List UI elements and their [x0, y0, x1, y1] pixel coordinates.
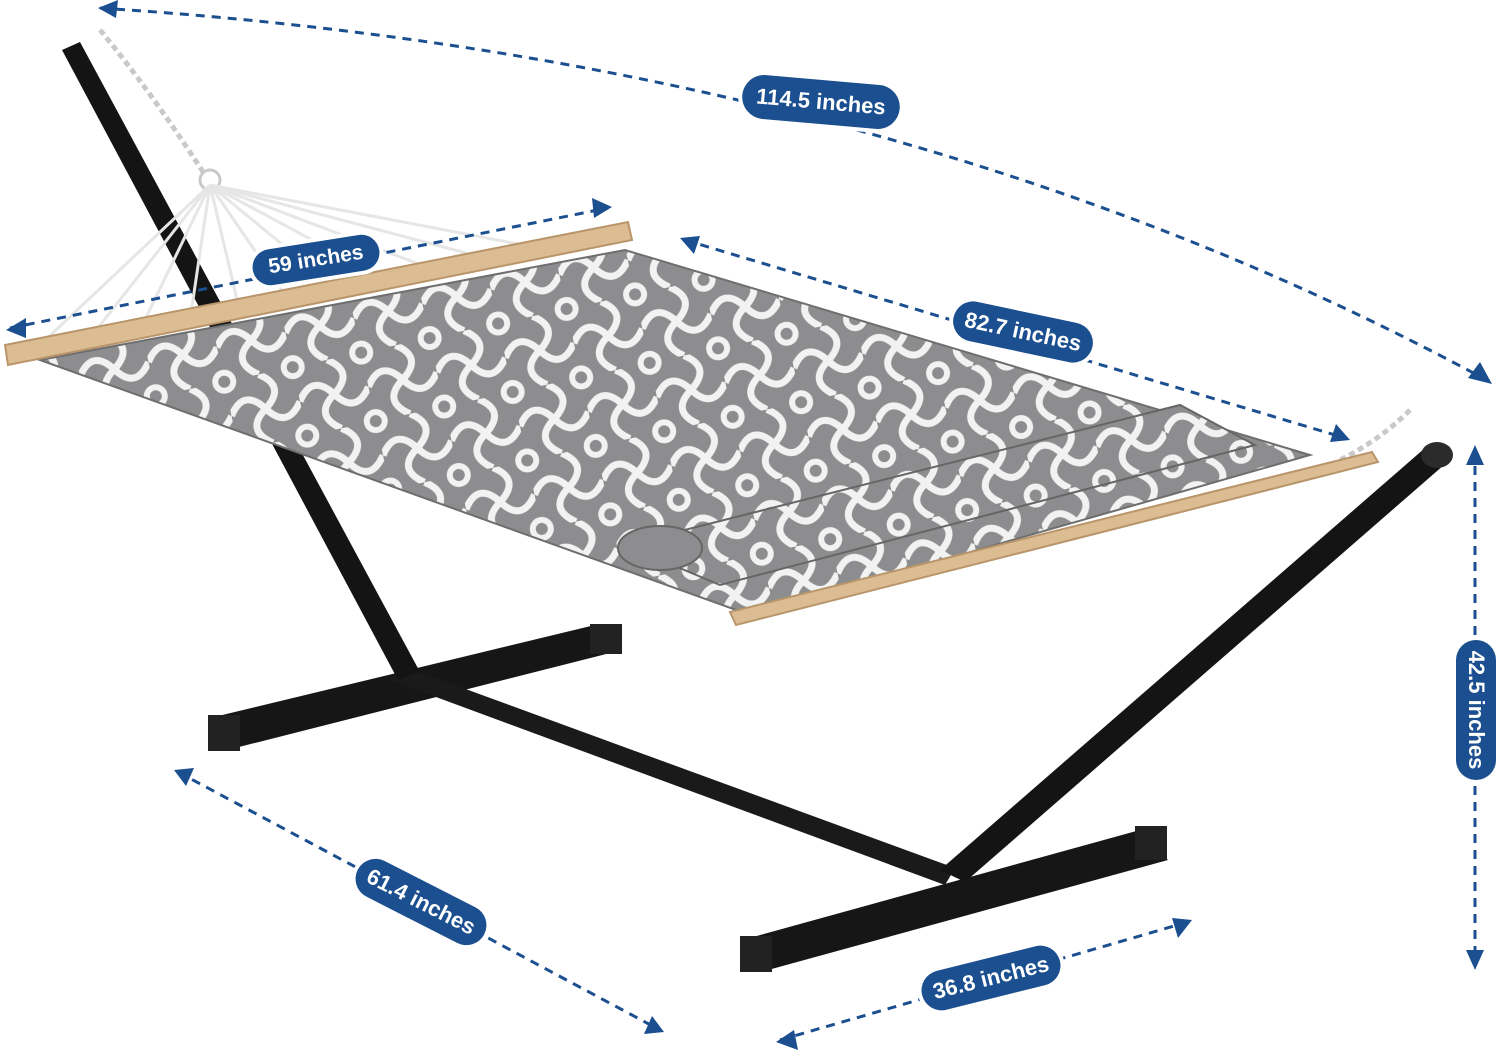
spreader-bars: [3, 220, 1380, 627]
overall-length-line: [99, 6, 1491, 384]
pillow: [617, 403, 1258, 587]
chain-and-ropes: [38, 28, 1412, 463]
height-label: 42.5 inches: [1456, 640, 1496, 780]
hammock-bed: [36, 248, 1314, 617]
arrow-heads: [6, 0, 1492, 1050]
